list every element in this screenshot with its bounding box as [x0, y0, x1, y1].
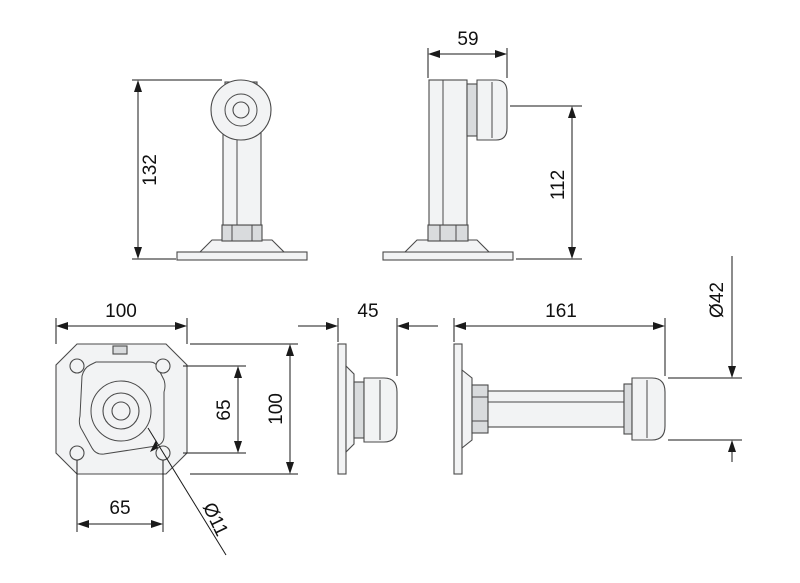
front-nut: [221, 224, 263, 242]
length-roller-head: [631, 377, 666, 441]
mounting-hole-top-left: [69, 358, 85, 374]
side-head-flange: [466, 83, 478, 137]
dimension-plate-height: 100: [190, 343, 298, 475]
side-base-boss: [403, 239, 491, 253]
dimension-label-head-diameter: Ø42: [707, 282, 728, 318]
profile-flange: [353, 381, 365, 439]
length-boss: [461, 368, 473, 450]
plan-center-hole: [111, 401, 131, 421]
dimension-label-plate-width: 100: [105, 301, 137, 322]
profile-view: [337, 343, 398, 475]
length-nut: [471, 384, 489, 434]
dimension-side-height: 112: [510, 105, 582, 260]
profile-boss: [345, 364, 355, 454]
dimension-front-height: 132: [132, 79, 222, 260]
dimension-head-depth: 45: [298, 301, 438, 376]
front-view: [176, 79, 308, 261]
dimension-label-132: 132: [140, 154, 161, 186]
dimension-label-hole-diameter: Ø11: [198, 499, 232, 539]
side-nut: [427, 224, 469, 242]
plan-marker-tab: [112, 345, 128, 355]
front-base-plate: [176, 251, 308, 261]
dimension-total-length: 161: [453, 301, 666, 376]
length-flange: [623, 383, 633, 435]
dimension-label-161: 161: [545, 301, 577, 322]
dimension-hole-spacing-horizontal: 65: [76, 460, 164, 532]
length-view: [453, 343, 666, 475]
dimension-top-width: 59: [427, 29, 508, 78]
dimension-label-59: 59: [457, 29, 478, 50]
dimension-label-65-vertical: 65: [214, 399, 235, 420]
plan-view: [55, 343, 188, 475]
dimension-label-112: 112: [548, 170, 569, 200]
dimension-plate-width: 100: [55, 301, 188, 344]
mounting-hole-top-right: [155, 358, 171, 374]
front-base-boss: [198, 239, 286, 253]
side-post: [428, 79, 468, 226]
dimension-label-65-horizontal: 65: [109, 498, 130, 519]
dimension-label-45: 45: [357, 301, 378, 322]
length-post: [487, 390, 625, 428]
mounting-hole-bottom-left: [69, 445, 85, 461]
dimension-hole-spacing-vertical: 65: [183, 365, 246, 454]
profile-base-plate: [337, 343, 347, 475]
side-view: [382, 79, 514, 261]
side-base-plate: [382, 251, 514, 261]
dimension-label-plate-height: 100: [266, 393, 287, 425]
dimension-head-diameter: Ø42: [668, 256, 742, 462]
length-base-plate: [453, 343, 463, 475]
